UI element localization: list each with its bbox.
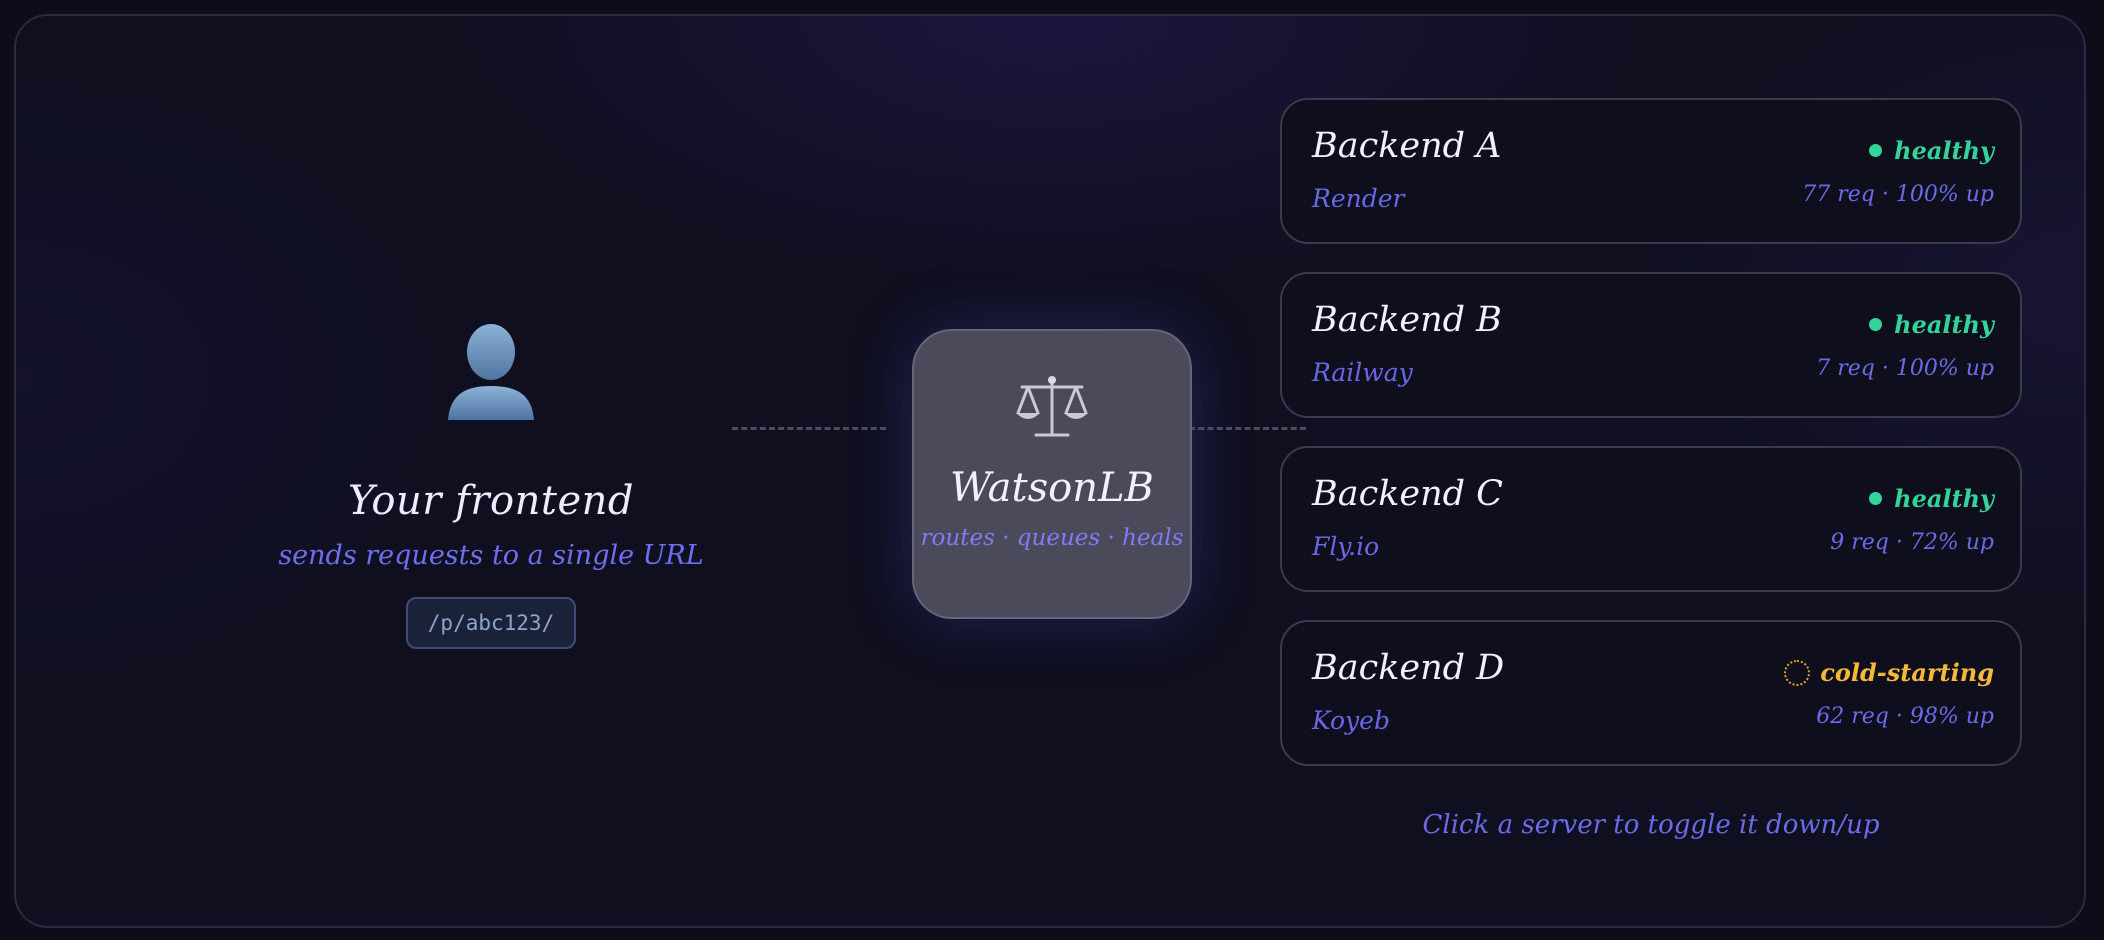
backend-card-d[interactable]: Backend D Koyeb cold-starting 62 req · 9… — [1280, 620, 2022, 766]
diagram-panel: Your frontend sends requests to a single… — [14, 14, 2086, 928]
balancer-title: WatsonLB — [950, 465, 1154, 511]
backend-name: Backend C — [1312, 474, 1503, 514]
status-dot-icon — [1869, 144, 1883, 157]
backend-card-b[interactable]: Backend B Railway healthy 7 req · 100% u… — [1280, 272, 2022, 418]
status-label: healthy — [1894, 136, 1994, 165]
toggle-hint: Click a server to toggle it down/up — [1422, 810, 1880, 840]
status-dot-icon — [1869, 318, 1883, 331]
balancer-subtitle: routes · queues · heals — [920, 525, 1184, 551]
backend-stats: 7 req · 100% up — [1816, 356, 1994, 381]
status-dot-icon — [1869, 492, 1883, 505]
status-badge: healthy — [1869, 136, 1994, 165]
backend-stats: 62 req · 98% up — [1816, 704, 1994, 729]
backend-name: Backend D — [1312, 648, 1505, 688]
frontend-title: Your frontend — [348, 478, 634, 524]
status-badge: healthy — [1869, 310, 1994, 339]
status-label: healthy — [1894, 310, 1994, 339]
scales-icon — [1014, 373, 1090, 443]
user-icon — [436, 316, 546, 426]
load-balancer-node: WatsonLB routes · queues · heals — [912, 329, 1192, 619]
frontend-subtitle: sends requests to a single URL — [278, 540, 704, 571]
status-label: cold-starting — [1820, 658, 1994, 687]
backend-stats: 77 req · 100% up — [1802, 182, 1994, 207]
status-badge: cold-starting — [1784, 658, 1994, 687]
backend-card-a[interactable]: Backend A Render healthy 77 req · 100% u… — [1280, 98, 2022, 244]
backend-stats: 9 req · 72% up — [1830, 530, 1994, 555]
backend-provider: Railway — [1312, 358, 1413, 387]
status-badge: healthy — [1869, 484, 1994, 513]
backend-provider: Koyeb — [1312, 706, 1390, 735]
backend-name: Backend B — [1312, 300, 1502, 340]
frontend-node: Your frontend sends requests to a single… — [256, 316, 726, 649]
backend-name: Backend A — [1312, 126, 1502, 166]
connector-lb-backends — [1152, 427, 1306, 430]
connector-frontend-lb — [732, 427, 886, 430]
backend-card-c[interactable]: Backend C Fly.io healthy 9 req · 72% up — [1280, 446, 2022, 592]
backend-provider: Render — [1312, 184, 1405, 213]
status-label: healthy — [1894, 484, 1994, 513]
url-chip: /p/abc123/ — [405, 597, 577, 649]
backend-provider: Fly.io — [1312, 532, 1380, 561]
spinner-icon — [1784, 659, 1811, 686]
